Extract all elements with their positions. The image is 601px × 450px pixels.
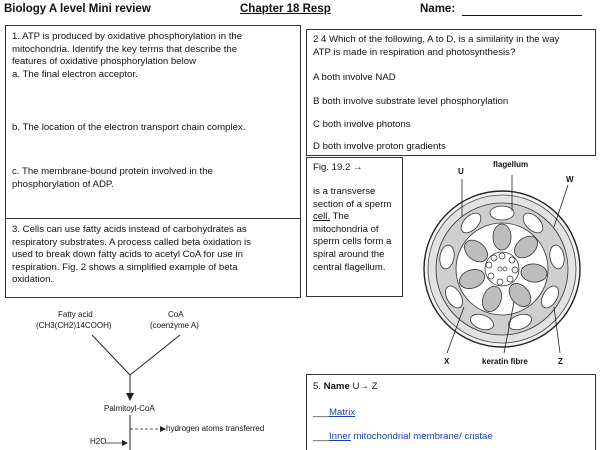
hydrogen-transfer-label: hydrogen atoms transferred: [166, 424, 265, 433]
q3-text: 3. Cells can use fatty acids instead of …: [12, 224, 251, 287]
name-line[interactable]: [462, 15, 582, 16]
label-keratin-fibre: keratin fibre: [482, 357, 528, 366]
question-1-box: 1. ATP is produced by oxidative phosphor…: [5, 25, 301, 219]
caption-text: The: [330, 211, 350, 223]
label-lines: [446, 175, 569, 354]
q2-stem-line: ATP is made in respiration and photosynt…: [313, 46, 516, 58]
beta-oxidation-arrows: [91, 335, 181, 450]
mitochondria: [439, 205, 565, 331]
q5-answer-1[interactable]: ___Matrix: [313, 407, 355, 420]
caption-line: spiral around the: [313, 248, 385, 260]
q2-option-b[interactable]: B both involve substrate level phosphory…: [313, 96, 509, 107]
q1-part-b: b. The location of the electron transpor…: [12, 122, 246, 133]
worksheet-title: Biology A level Mini review: [4, 3, 151, 15]
caption-line: sperm cells form a: [313, 236, 392, 248]
fig-19-2-label: Fig. 19.2 →: [313, 162, 363, 173]
q2-option-a[interactable]: A both involve NAD: [313, 72, 396, 83]
q1-part-a: a. The final electron acceptor.: [12, 69, 138, 80]
label-w: W: [566, 175, 574, 184]
answer-word: Matrix: [329, 407, 356, 418]
question-3-box: 3. Cells can use fatty acids instead of …: [5, 218, 301, 298]
q5-answer-2[interactable]: ___Inner mitochondrial membrane/ cristae: [313, 431, 493, 444]
question-2-box: 2 4 Which of the following, A to D, is a…: [306, 29, 596, 156]
caption-line: mitochondria of: [313, 223, 379, 235]
q2-option-d[interactable]: D both involve proton gradients: [313, 141, 446, 152]
q3-line: used to break down fatty acids to acetyl…: [12, 249, 243, 261]
question-5-box: 5. Name U→ Z ___Matrix ___Inner mitochon…: [306, 374, 596, 450]
label-flagellum: flagellum: [493, 160, 529, 169]
q1-part-c: c. The membrane-bound protein involved i…: [12, 166, 213, 191]
q1-intro-line: mitochondria. Identify the key terms tha…: [12, 43, 238, 55]
water-arrow: [106, 440, 128, 446]
q1-intro-line: features of oxidative phosphorylation be…: [12, 56, 196, 68]
fatty-acid-label: Fatty acid: [58, 310, 93, 319]
label-u: U: [458, 167, 464, 176]
q3-line: 3. Cells can use fatty acids instead of …: [12, 224, 247, 235]
sperm-cross-section-diagram: [423, 175, 581, 354]
answer-blank: ___: [313, 431, 330, 442]
fatty-acid-formula: (CH3(CH2)14COOH): [36, 321, 112, 330]
q1-intro-line: 1. ATP is produced by oxidative phosphor…: [12, 31, 243, 42]
coa-label: CoA: [168, 310, 184, 319]
keratin-fibres: [459, 223, 548, 312]
palmitoyl-coa-label: Palmitoyl-CoA: [104, 404, 155, 413]
caption-line: central flagellum.: [313, 261, 386, 273]
caption-line: section of a sperm: [313, 198, 392, 210]
caption-line: cell. The: [313, 211, 391, 224]
q2-stem: 2 4 Which of the following, A to D, is a…: [313, 34, 559, 59]
q5-number: 5.: [313, 381, 324, 392]
answer-blank: ___: [313, 407, 330, 418]
label-x: X: [444, 357, 450, 366]
q1-part-c-line: c. The membrane-bound protein involved i…: [12, 166, 213, 177]
q3-line: respiratory substrates. A process called…: [12, 236, 251, 248]
q3-line: oxidation.: [12, 274, 54, 286]
answer-rest: mitochondrial membrane/ cristae: [350, 431, 493, 442]
fig-19-2-caption: is a transverse section of a sperm cell.…: [313, 186, 391, 274]
q5-name-word: Name: [323, 381, 350, 392]
q5-title: 5. Name U→ Z: [313, 381, 378, 394]
chapter-title: Chapter 18 Resp: [240, 3, 331, 15]
q2-stem-line: 2 4 Which of the following, A to D, is a…: [313, 34, 560, 45]
hydrogen-arrow: [130, 426, 166, 432]
microtubule-doublets: [485, 252, 519, 286]
cell-link[interactable]: cell.: [313, 211, 331, 223]
label-z: Z: [558, 357, 563, 366]
q1-part-c-line: phosphorylation of ADP.: [12, 178, 114, 190]
q2-option-c[interactable]: C both involve photons: [313, 119, 411, 130]
water-label: H2O: [90, 437, 107, 446]
q3-line: respiration. Fig. 2 shows a simplified e…: [12, 261, 238, 273]
fig-19-2-caption-box: Fig. 19.2 → is a transverse section of a…: [306, 157, 403, 297]
q1-intro: 1. ATP is produced by oxidative phosphor…: [12, 31, 242, 69]
q5-range: U→ Z: [349, 381, 378, 392]
coa-sub-label: (coenzyme A): [150, 321, 199, 330]
name-label: Name:: [420, 3, 456, 15]
caption-line: is a transverse: [313, 186, 376, 197]
answer-word: Inner: [329, 431, 351, 442]
